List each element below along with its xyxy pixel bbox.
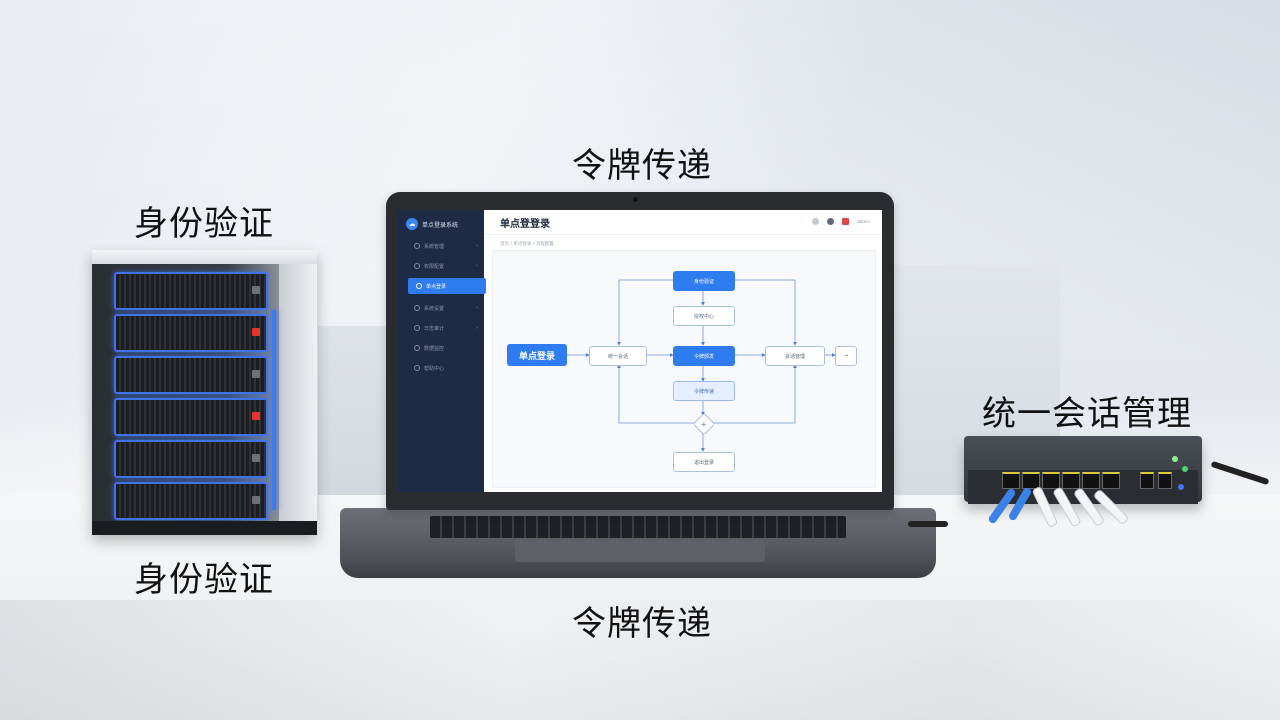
switch-port xyxy=(1102,472,1120,489)
menu-icon xyxy=(414,365,420,371)
camera-icon xyxy=(633,197,638,202)
menu-icon xyxy=(414,243,420,249)
laptop-trackpad xyxy=(515,540,765,562)
switch-port xyxy=(1140,472,1154,489)
flow-node-center[interactable]: 令牌颁发 xyxy=(673,346,735,366)
flow-node-left[interactable]: 统一会话 xyxy=(589,346,647,366)
menu-icon xyxy=(414,305,420,311)
switch-port xyxy=(1158,472,1172,489)
server-bay xyxy=(114,314,268,352)
label-auth-bottom: 身份验证 xyxy=(134,560,274,600)
brand-name: 单点登录系统 xyxy=(422,221,459,229)
label-token-bottom: 令牌传递 xyxy=(572,604,712,644)
switch-port xyxy=(1022,472,1040,489)
sidebar-item-sso[interactable]: 单点登录 xyxy=(408,278,486,294)
bell-icon[interactable] xyxy=(812,218,820,225)
sidebar-item-help[interactable]: 帮助中心 xyxy=(398,360,484,376)
server-bay xyxy=(114,440,268,478)
sidebar-brand: ☁ 单点登录系统 xyxy=(406,218,458,230)
wall-panel-left xyxy=(318,326,388,498)
flow-node-end[interactable]: → xyxy=(835,346,857,366)
top-bar: 单点登登录 admin xyxy=(484,210,882,235)
menu-icon xyxy=(414,325,420,331)
sidebar-item-permissions[interactable]: 权限配置 › xyxy=(398,258,484,274)
flow-node-top[interactable]: 身份验证 xyxy=(673,271,735,291)
menu-icon xyxy=(414,345,420,351)
status-led xyxy=(1178,484,1184,490)
laptop-screen: ☁ 单点登录系统 系统管理 › 权限配置 › 单点登录 系统设置 › xyxy=(398,210,882,492)
chevron-icon: › xyxy=(476,325,478,331)
cloud-logo-icon: ☁ xyxy=(406,218,418,230)
desk-shadow xyxy=(0,600,1280,720)
flow-node-bottom[interactable]: 退出登录 xyxy=(673,452,735,472)
flow-node-start[interactable]: 单点登录 xyxy=(507,344,567,366)
server-rack xyxy=(92,250,317,535)
avatar[interactable] xyxy=(842,218,850,225)
usb-cable xyxy=(908,521,948,527)
breadcrumb: 首页 / 单点登录 / 流程配置 xyxy=(500,242,554,247)
chevron-icon: › xyxy=(476,305,478,311)
flow-node-right[interactable]: 会话管理 xyxy=(765,346,825,366)
chevron-icon: › xyxy=(476,263,478,269)
label-auth-top: 身份验证 xyxy=(134,204,274,244)
server-bay xyxy=(114,356,268,394)
flow-connectors xyxy=(565,279,836,452)
sidebar: ☁ 单点登录系统 系统管理 › 权限配置 › 单点登录 系统设置 › xyxy=(398,210,486,492)
page-title: 单点登登录 xyxy=(500,219,550,230)
menu-icon xyxy=(414,263,420,269)
sidebar-item-monitor[interactable]: 数据监控 xyxy=(398,340,484,356)
sidebar-item-settings[interactable]: 系统设置 › xyxy=(398,300,484,316)
sidebar-item-audit[interactable]: 日志审计 › xyxy=(398,320,484,336)
label-session: 统一会话管理 xyxy=(982,394,1192,434)
settings-icon[interactable] xyxy=(827,218,835,225)
switch-port xyxy=(1002,472,1020,489)
server-bay xyxy=(114,398,268,436)
chevron-icon: › xyxy=(476,243,478,249)
switch-port xyxy=(1082,472,1100,489)
server-glow xyxy=(272,310,276,510)
server-bay xyxy=(114,272,268,310)
plus-icon: + xyxy=(700,419,708,429)
status-led xyxy=(1172,456,1178,462)
laptop-keyboard xyxy=(430,516,846,538)
flow-node-token[interactable]: 令牌传递 xyxy=(673,381,735,401)
sidebar-item-system[interactable]: 系统管理 › xyxy=(398,238,484,254)
menu-icon xyxy=(416,283,422,289)
flow-node-auth-center[interactable]: 授权中心 xyxy=(673,306,735,326)
top-icons: admin xyxy=(812,218,870,225)
label-token-top: 令牌传递 xyxy=(572,146,712,186)
server-bay xyxy=(114,482,268,520)
status-led xyxy=(1182,466,1188,472)
switch-port xyxy=(1042,472,1060,489)
user-name[interactable]: admin xyxy=(857,219,870,224)
switch-port xyxy=(1062,472,1080,489)
flow-canvas: 身份验证 授权中心 单点登录 统一会话 令牌颁发 会话管理 → 令牌传递 + 退… xyxy=(492,250,876,488)
